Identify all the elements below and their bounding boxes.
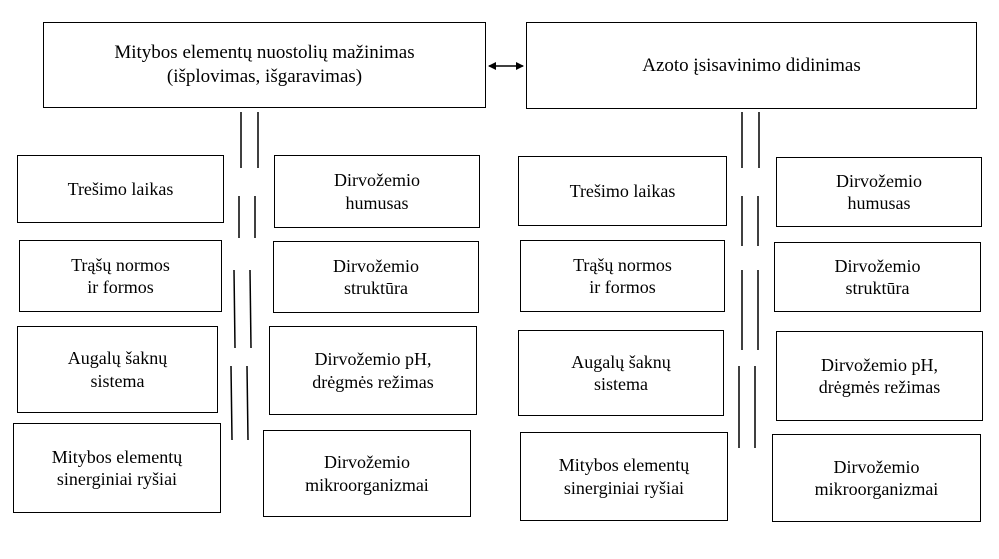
left-factor-box: Mitybos elementų sinerginiai ryšiai <box>13 423 221 513</box>
left-soil-box: Dirvožemio humusas <box>274 155 480 228</box>
right-factor-box: Trąšų normos ir formos <box>520 240 725 312</box>
right-factor-box: Augalų šaknų sistema <box>518 330 724 416</box>
left-soil-box: Dirvožemio pH, drėgmės režimas <box>269 326 477 415</box>
left-factor-box: Trąšų normos ir formos <box>19 240 222 312</box>
left-factor-box: Trešimo laikas <box>17 155 224 223</box>
left-header-box: Mitybos elementų nuostolių mažinimas (iš… <box>43 22 486 108</box>
right-soil-box: Dirvožemio mikroorganizmai <box>772 434 981 522</box>
right-factor-box: Mitybos elementų sinerginiai ryšiai <box>520 432 728 521</box>
left-soil-box: Dirvožemio mikroorganizmai <box>263 430 471 517</box>
left-factor-box: Augalų šaknų sistema <box>17 326 218 413</box>
right-factor-box: Trešimo laikas <box>518 156 727 226</box>
right-spine-lines <box>738 112 760 448</box>
right-header-box: Azoto įsisavinimo didinimas <box>526 22 977 109</box>
right-soil-box: Dirvožemio humusas <box>776 157 982 227</box>
left-soil-box: Dirvožemio struktūra <box>273 241 479 313</box>
right-soil-box: Dirvožemio pH, drėgmės režimas <box>776 331 983 421</box>
right-soil-box: Dirvožemio struktūra <box>774 242 981 312</box>
left-spine-lines <box>230 112 259 441</box>
